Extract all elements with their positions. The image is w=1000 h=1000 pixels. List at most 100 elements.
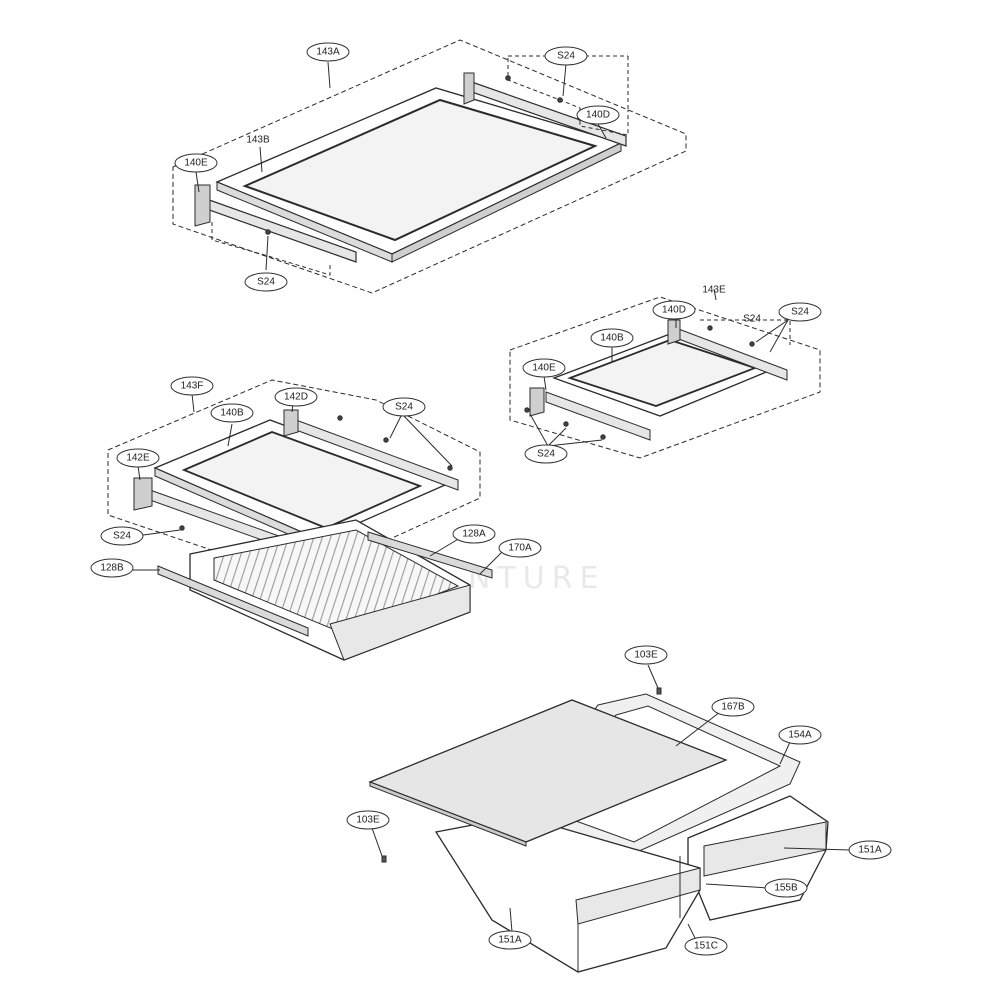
callout-text: S24 <box>743 314 761 325</box>
callout-143B: 143B <box>246 135 270 146</box>
callout-text: 167B <box>721 702 745 713</box>
callout-ellipse <box>498 538 542 558</box>
callout-text: 170A <box>508 543 532 554</box>
callout-143F: 143F <box>170 376 214 396</box>
callout-ellipse <box>711 697 755 717</box>
callout-ellipse <box>382 397 426 417</box>
leader-s24-b <box>265 235 269 271</box>
callout-text: 140E <box>532 363 556 374</box>
callout-text: 143F <box>181 381 204 392</box>
callout-text: S24 <box>557 51 575 62</box>
leader-s24-a <box>562 63 567 97</box>
screw-143F-3 <box>447 465 453 471</box>
shelf-assembly-143E <box>509 288 821 459</box>
callout-ellipse <box>684 936 728 956</box>
leader-s24-c-2 <box>769 319 789 353</box>
callout-ellipse <box>116 448 160 468</box>
cover-glass-167B-edge <box>369 781 527 847</box>
callout-ellipse <box>778 302 822 322</box>
leader-143B <box>259 146 263 173</box>
callout-ellipse <box>100 526 144 546</box>
callout-text: 151A <box>498 935 522 946</box>
drawer-rail-128B <box>157 565 309 637</box>
screw-small-4 <box>563 421 569 427</box>
callout-128B: 128B <box>90 558 134 578</box>
callout-ellipse <box>174 153 218 173</box>
callout-text: S24 <box>113 531 131 542</box>
glass-panel-b <box>181 431 423 529</box>
callout-text: 142E <box>126 453 150 464</box>
callout-text: 140B <box>220 408 244 419</box>
callout-ellipse <box>346 810 390 830</box>
callout-text: 140E <box>184 158 208 169</box>
callout-text: 143B <box>246 135 270 146</box>
screw-s24-1 <box>505 75 511 81</box>
leader-155B <box>705 883 769 889</box>
callout-140E-a: 140E <box>174 153 218 173</box>
callout-text: S24 <box>537 449 555 460</box>
callout-155B: 155B <box>764 878 808 898</box>
callout-103E-a: 103E <box>624 645 668 665</box>
callout-text: 154A <box>788 730 812 741</box>
leader-103E-a <box>647 664 659 689</box>
callout-text: 140B <box>600 333 624 344</box>
callout-text: 140D <box>662 305 686 316</box>
callout-ellipse <box>590 328 634 348</box>
bracket-142E <box>133 477 153 511</box>
watermark-text: NTURE <box>468 561 606 596</box>
callout-151A-b: 151A <box>488 930 532 950</box>
leader-143E <box>713 288 717 301</box>
bracket-142D <box>283 409 299 437</box>
shelf-assembly-143A <box>172 39 687 294</box>
callout-ellipse <box>274 387 318 407</box>
screw-143F-1 <box>337 415 343 421</box>
assembly-boundary-143A <box>172 39 687 294</box>
callout-s24-b: S24 <box>244 272 288 292</box>
drawer-151A-right-front <box>703 821 827 877</box>
screw-103E-left <box>381 855 387 863</box>
leader-s24-d-2 <box>547 427 567 447</box>
callout-143A: 143A <box>306 42 350 62</box>
callout-ellipse <box>522 358 566 378</box>
glass-shelf-frame-edge-right <box>391 142 622 263</box>
callout-s24-c: S24 <box>778 302 822 322</box>
callout-ellipse <box>210 403 254 423</box>
screw-small-3 <box>524 407 530 413</box>
callout-170A: 170A <box>498 538 542 558</box>
assembly-boundary-143E <box>509 296 821 459</box>
callout-text: 103E <box>634 650 658 661</box>
callout-ellipse <box>764 878 808 898</box>
callout-ellipse <box>244 272 288 292</box>
screw-small-1 <box>707 325 713 331</box>
leader-140D-a <box>597 123 607 139</box>
callout-text: 151A <box>858 845 882 856</box>
screw-103E-right <box>656 687 662 695</box>
callout-167B: 167B <box>711 697 755 717</box>
drawer-assembly-151 <box>368 664 851 973</box>
callout-text: 155B <box>774 883 798 894</box>
callout-text: S24 <box>395 402 413 413</box>
callout-text: 143E <box>702 285 726 296</box>
drawer-151A-left-front <box>575 867 701 925</box>
callout-ellipse <box>624 645 668 665</box>
leader-s24-d-1 <box>529 413 549 447</box>
shelf-rail-lower <box>545 391 651 441</box>
screw-leader-small-top <box>700 319 791 345</box>
callout-ellipse <box>576 105 620 125</box>
callout-text: 140D <box>586 110 610 121</box>
leader-103E-b <box>371 827 383 857</box>
callout-ellipse <box>848 840 892 860</box>
bracket-140D-small <box>667 319 681 345</box>
callout-151C: 151C <box>684 936 728 956</box>
callout-text: S24 <box>791 307 809 318</box>
bracket-140E-left <box>194 184 211 227</box>
callout-s24-a: S24 <box>544 46 588 66</box>
callout-ellipse <box>90 558 134 578</box>
leader-151A-b <box>509 907 513 933</box>
screw-143F-4 <box>179 525 185 531</box>
callout-140D-a: 140D <box>576 105 620 125</box>
callout-s24-e: S24 <box>382 397 426 417</box>
callout-text: 143A <box>316 47 340 58</box>
